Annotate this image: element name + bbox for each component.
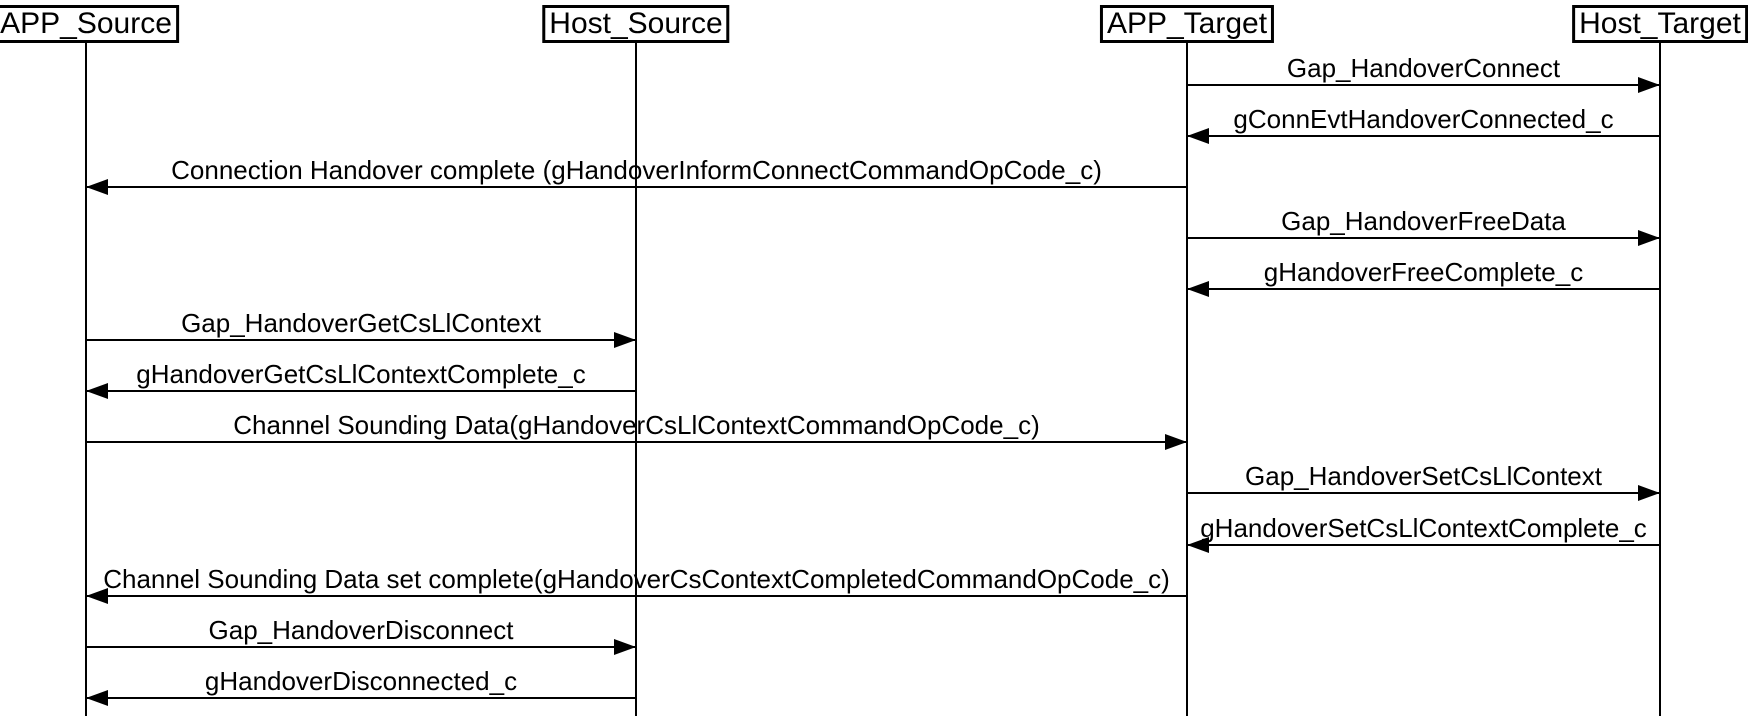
- message-line: [1187, 135, 1660, 137]
- arrowhead-right-icon: [1638, 230, 1660, 246]
- message-label: Gap_HandoverFreeData: [1281, 206, 1566, 236]
- arrowhead-right-icon: [614, 639, 636, 655]
- arrowhead-left-icon: [1187, 537, 1209, 553]
- lifeline-app_target: [1186, 41, 1188, 716]
- message-line: [86, 441, 1187, 443]
- message-line: [86, 390, 636, 392]
- message-label: Gap_HandoverDisconnect: [208, 615, 514, 645]
- message-label: Channel Sounding Data set complete(gHand…: [103, 564, 1170, 594]
- message-label: gHandoverFreeComplete_c: [1263, 257, 1584, 287]
- lifeline-host_source: [635, 41, 637, 716]
- message-line: [86, 646, 636, 648]
- actor-box-host_target: Host_Target: [1572, 5, 1748, 43]
- arrowhead-right-icon: [1638, 485, 1660, 501]
- message-label: Gap_HandoverGetCsLlContext: [181, 308, 541, 338]
- arrowhead-left-icon: [86, 588, 108, 604]
- arrowhead-right-icon: [614, 332, 636, 348]
- message-label: Gap_HandoverSetCsLlContext: [1245, 461, 1602, 491]
- message-label: Gap_HandoverConnect: [1286, 53, 1561, 83]
- arrowhead-left-icon: [86, 690, 108, 706]
- actor-box-app_target: APP_Target: [1099, 5, 1275, 43]
- arrowhead-right-icon: [1165, 434, 1187, 450]
- lifeline-host_target: [1659, 41, 1661, 716]
- message-label: gHandoverSetCsLlContextComplete_c: [1200, 513, 1647, 543]
- message-line: [1187, 237, 1660, 239]
- message-label: gHandoverGetCsLlContextComplete_c: [136, 359, 586, 389]
- message-line: [1187, 288, 1660, 290]
- message-line: [86, 697, 636, 699]
- message-label: gConnEvtHandoverConnected_c: [1233, 104, 1614, 134]
- arrowhead-left-icon: [86, 383, 108, 399]
- message-line: [1187, 84, 1660, 86]
- message-label: Channel Sounding Data(gHandoverCsLlConte…: [233, 410, 1040, 440]
- arrowhead-left-icon: [1187, 128, 1209, 144]
- arrowhead-left-icon: [1187, 281, 1209, 297]
- message-label: Connection Handover complete (gHandoverI…: [171, 155, 1102, 185]
- message-line: [1187, 544, 1660, 546]
- actor-box-host_source: Host_Source: [542, 5, 730, 43]
- arrowhead-left-icon: [86, 179, 108, 195]
- message-line: [86, 339, 636, 341]
- message-label: gHandoverDisconnected_c: [204, 666, 518, 696]
- arrowhead-right-icon: [1638, 77, 1660, 93]
- message-line: [1187, 492, 1660, 494]
- message-line: [86, 595, 1187, 597]
- message-line: [86, 186, 1187, 188]
- lifeline-app_source: [85, 41, 87, 716]
- actor-box-app_source: APP_Source: [0, 5, 179, 43]
